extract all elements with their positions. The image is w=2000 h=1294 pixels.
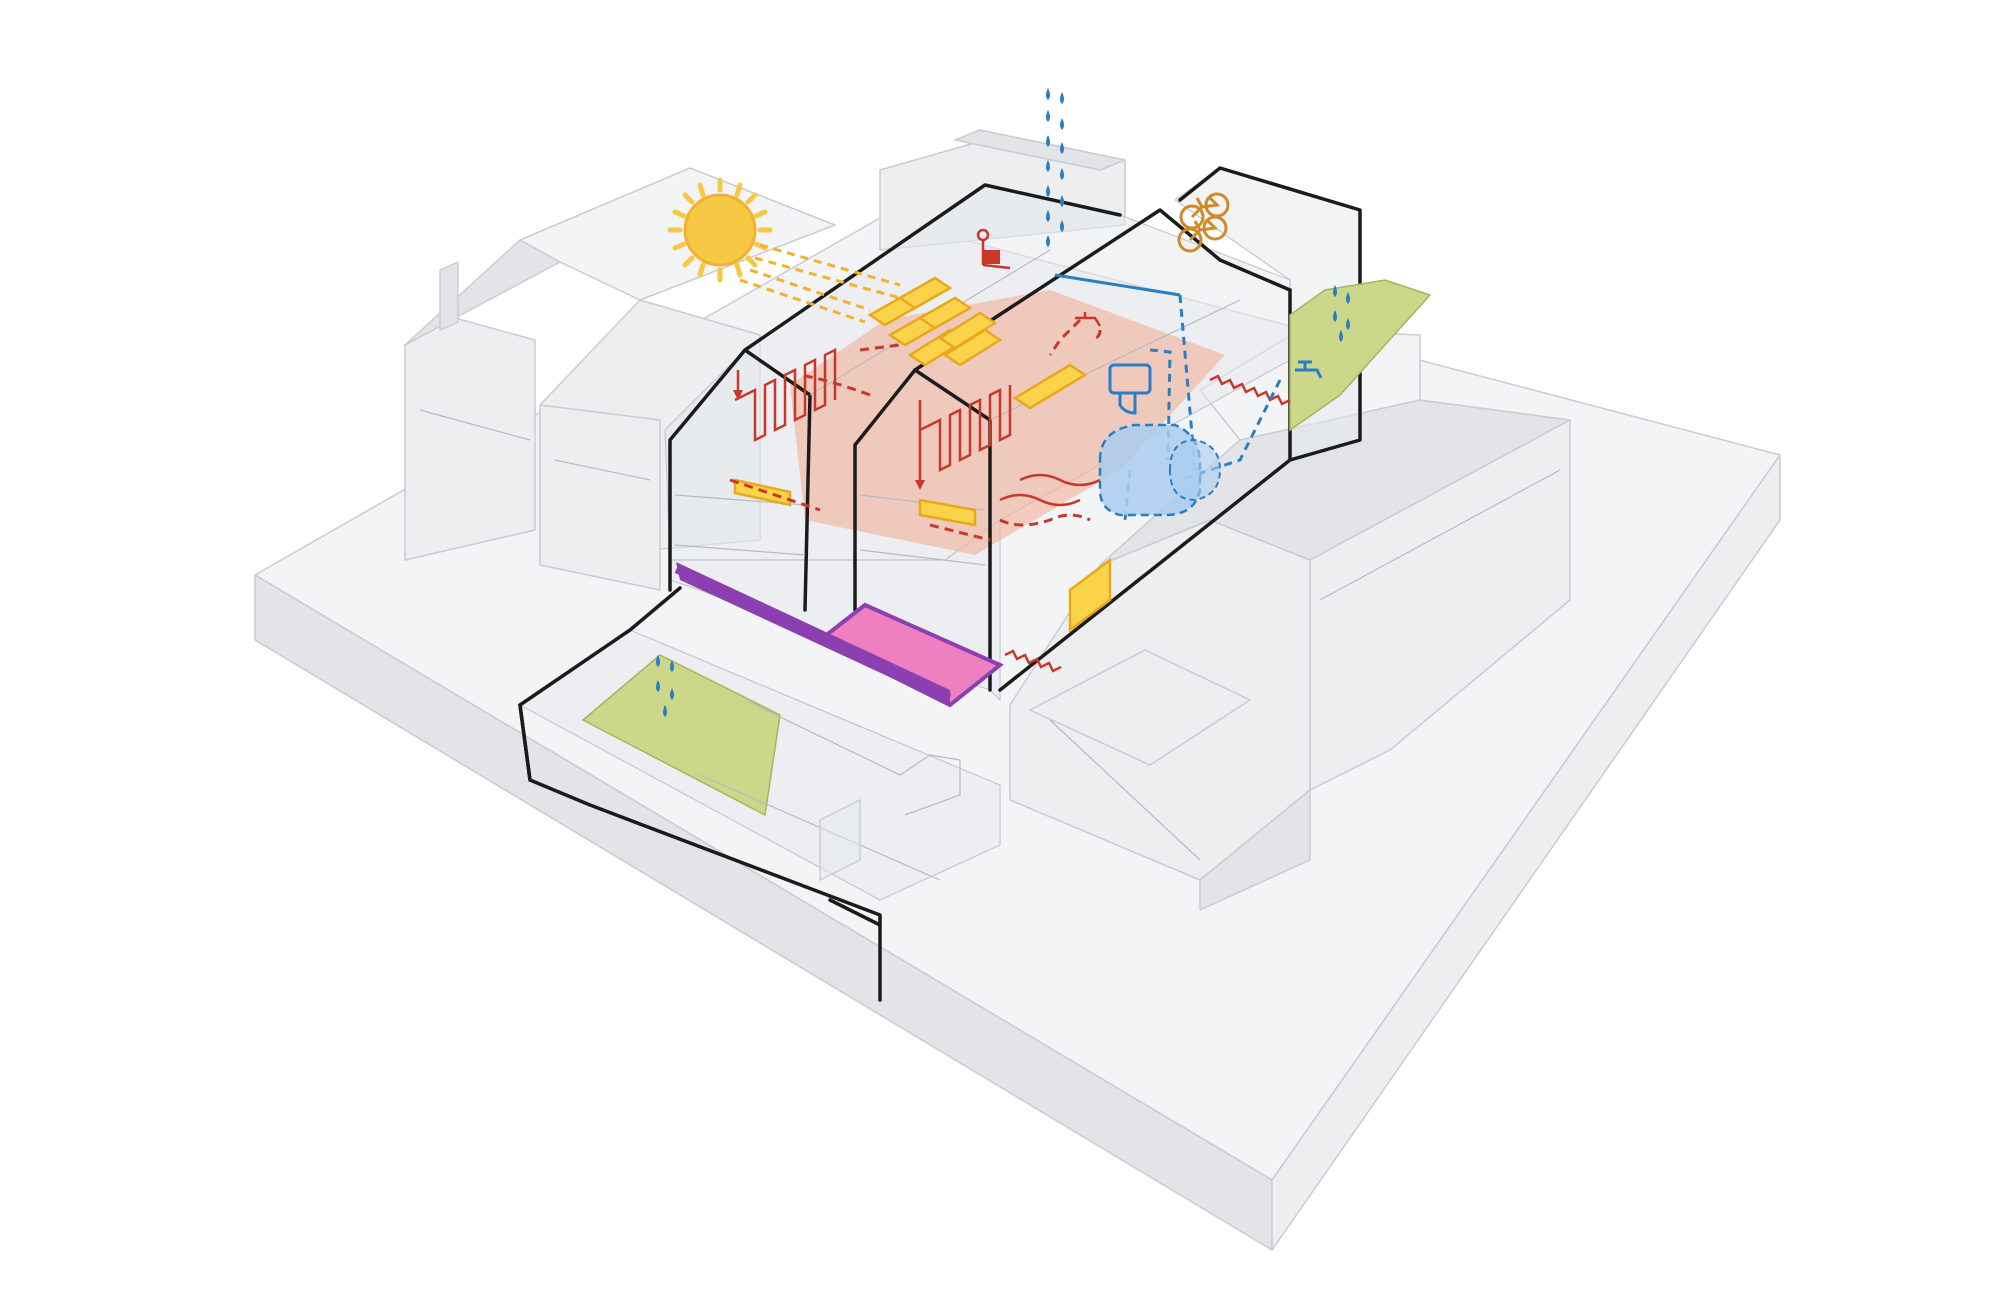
heating-system: [729, 228, 1291, 673]
toilet-icon: [1108, 363, 1152, 415]
tap-icon-blue: [1295, 360, 1323, 379]
front-garden-lawn: [581, 654, 781, 817]
rear-green-roof: [1289, 279, 1432, 432]
water-tank-icon: [1098, 423, 1222, 517]
bicycle-icon: [1177, 192, 1230, 253]
solar-panel-icon: [867, 276, 1088, 410]
radiator-coil-icon: [734, 347, 1101, 507]
sun-icon: [667, 177, 773, 283]
sun-rays-to-panels: [739, 243, 901, 324]
house-building: [518, 166, 1432, 1002]
heated-volume-zone: [790, 290, 1225, 555]
rain-drops-icon: [656, 88, 1350, 717]
tap-icon: [1075, 312, 1102, 340]
heat-arrow-icon: [733, 370, 925, 490]
thermostat-icon: [976, 228, 1011, 270]
